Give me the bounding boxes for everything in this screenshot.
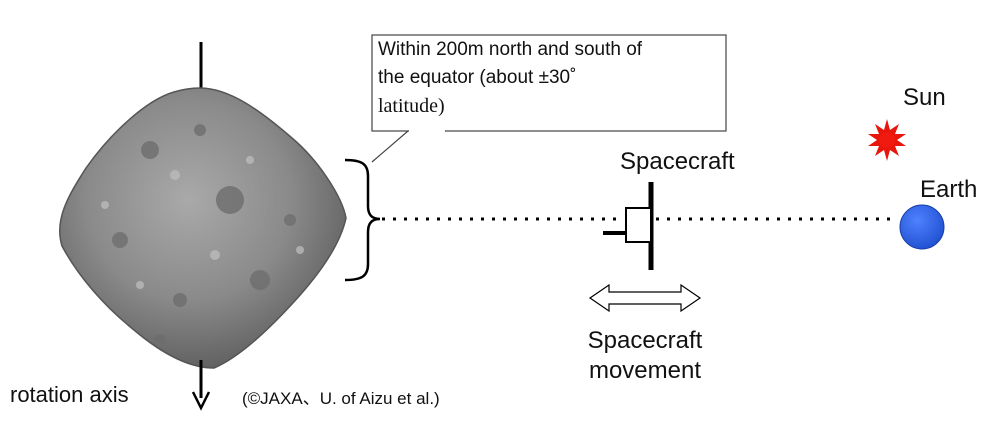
spacecraft-label: Spacecraft <box>620 148 735 175</box>
equator-brace <box>344 158 381 282</box>
callout-box <box>371 34 727 163</box>
sun-label: Sun <box>903 84 946 111</box>
spacecraft-movement-label: Spacecraft movement <box>580 326 710 386</box>
callout-line-3: latitude) <box>378 95 445 117</box>
asteroid-image <box>58 87 347 369</box>
sun-icon <box>868 119 906 161</box>
earth-icon <box>899 204 945 250</box>
double-arrow-icon <box>588 283 702 313</box>
rotation-axis-label: rotation axis <box>10 382 129 407</box>
callout-text: Within 200m north and south of the equat… <box>378 36 726 120</box>
earth-label: Earth <box>920 176 978 203</box>
image-credit: (©JAXA、U. of Aizu et al.) <box>242 389 440 408</box>
movement-label-line-1: Spacecraft <box>587 327 703 354</box>
movement-label-line-2: movement <box>588 357 702 384</box>
callout-line-1: Within 200m north and south of <box>378 39 643 60</box>
spacecraft-icon <box>603 182 654 270</box>
rotation-axis-arrowhead <box>191 391 211 411</box>
callout-line-2: the equator (about ±30˚ <box>378 67 577 88</box>
